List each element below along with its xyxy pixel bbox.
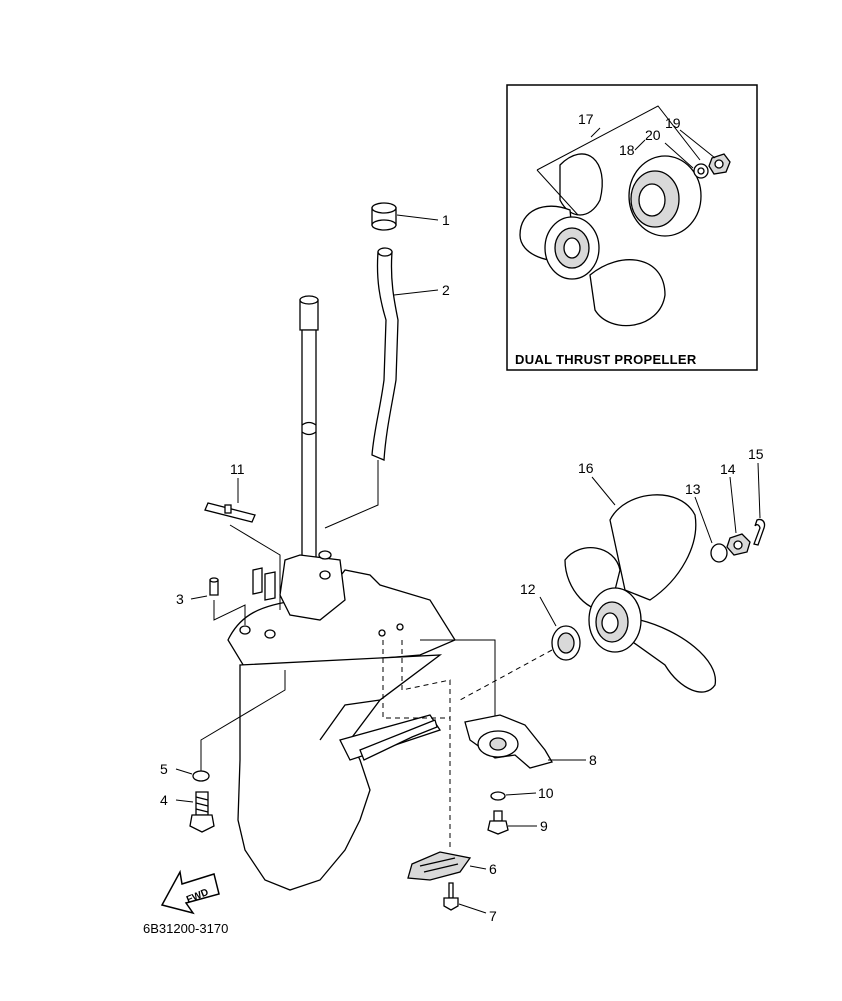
callout-1: 1	[442, 212, 450, 228]
callout-16: 16	[578, 460, 594, 476]
callout-11: 11	[230, 461, 245, 477]
callout-18: 18	[619, 142, 635, 158]
grommet-part	[371, 202, 397, 231]
retainer-plate-part	[204, 502, 256, 523]
screw-part	[443, 882, 459, 911]
washer-part-10	[490, 791, 506, 801]
washer-part-13	[710, 543, 728, 563]
cotter-pin-part	[753, 518, 766, 546]
drive-shaft-part	[299, 295, 319, 561]
callout-8: 8	[589, 752, 597, 768]
callout-7: 7	[489, 908, 497, 924]
bolt-part	[189, 791, 215, 833]
callout-3: 3	[176, 591, 184, 607]
callout-17: 17	[578, 111, 594, 127]
dowel-pin-part	[209, 577, 219, 596]
callout-20: 20	[645, 127, 661, 143]
water-tube-part	[371, 247, 399, 461]
trim-tab-part	[464, 714, 553, 769]
lower-case-part	[227, 550, 456, 891]
callout-10: 10	[538, 785, 554, 801]
callout-19: 19	[665, 115, 681, 131]
washer-part	[192, 770, 210, 782]
propeller-shaft-part	[359, 719, 438, 761]
propeller-part	[564, 494, 716, 693]
part-code: 6B31200-3170	[143, 921, 228, 936]
callout-4: 4	[160, 792, 168, 808]
thrust-washer-part	[551, 625, 581, 661]
callout-5: 5	[160, 761, 168, 777]
inset-caption: DUAL THRUST PROPELLER	[515, 352, 697, 367]
callout-12: 12	[520, 581, 536, 597]
callout-6: 6	[489, 861, 497, 877]
callout-13: 13	[685, 481, 701, 497]
dual-thrust-propeller-part	[519, 153, 731, 327]
callout-9: 9	[540, 818, 548, 834]
callout-14: 14	[720, 461, 736, 477]
anode-part	[407, 851, 472, 881]
callout-15: 15	[748, 446, 764, 462]
callout-2: 2	[442, 282, 450, 298]
bolt-part-9	[487, 810, 509, 835]
propeller-nut-part	[726, 533, 751, 556]
fwd-arrow-icon: FWD	[160, 869, 220, 915]
